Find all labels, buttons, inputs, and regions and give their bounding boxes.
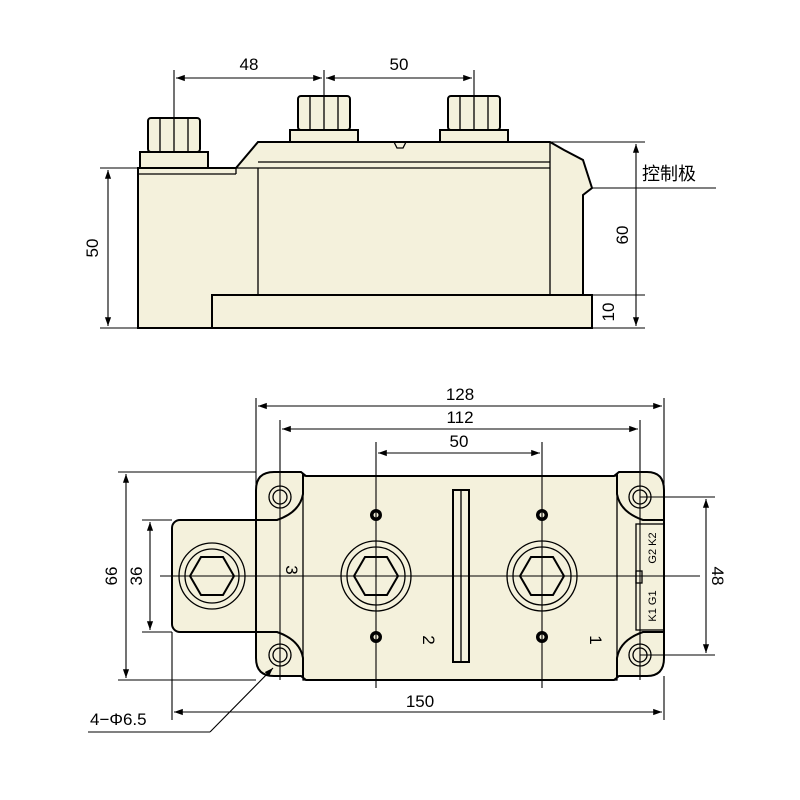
dim-spacing-left: 48 [240, 55, 259, 74]
dim-spacing-right: 50 [390, 55, 409, 74]
dim-hole-vertical: 48 [708, 567, 727, 586]
dim-total-width: 128 [446, 385, 474, 404]
main-case [302, 475, 618, 681]
dim-height-left: 50 [83, 239, 102, 258]
dim-base: 10 [599, 303, 618, 322]
dim-height-outer: 66 [102, 567, 121, 586]
terminal-1-label: 1 [586, 635, 605, 644]
side-terminal-middle [289, 95, 359, 143]
dim-hole-spacing: 112 [446, 408, 473, 427]
dim-height-inner: 36 [127, 567, 146, 586]
gate-label-lower: K1 G1 [647, 590, 659, 621]
terminal-2-label: 2 [419, 635, 438, 644]
top-view: G2 K2 K1 G1 3 2 1 128 112 50 150 66 [88, 385, 727, 733]
side-base-plate [211, 294, 593, 329]
label-holes: 4−Φ6.5 [90, 710, 147, 729]
terminal-3-label: 3 [282, 565, 301, 574]
gate-label-upper: G2 K2 [647, 532, 659, 563]
side-view: 48 50 50 60 10 控制极 [83, 55, 716, 329]
dim-height-right: 60 [613, 226, 632, 245]
dim-terminal-spacing: 50 [450, 432, 469, 451]
label-gate: 控制极 [642, 164, 696, 185]
side-terminal-left [139, 117, 209, 169]
dim-overall-length: 150 [406, 692, 434, 711]
side-terminal-right [439, 95, 509, 143]
